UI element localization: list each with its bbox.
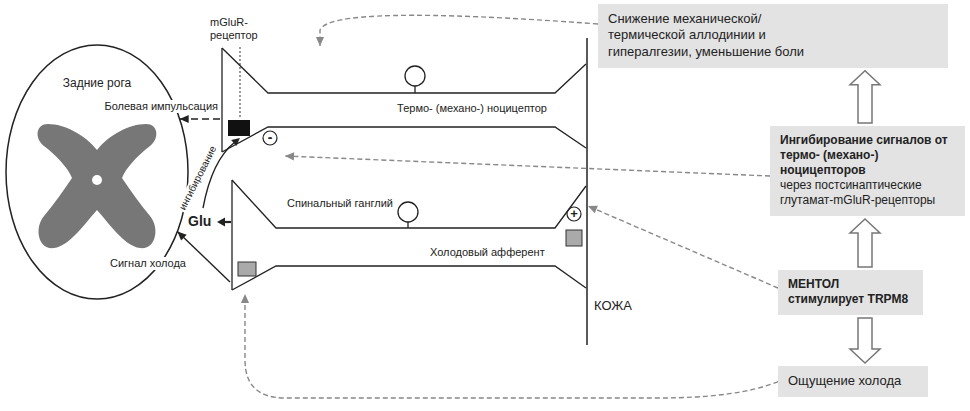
menthol-box: МЕНТОЛ стимулирует TRPM8	[778, 270, 923, 315]
grey-matter-shape	[38, 124, 157, 248]
effect-box: Снижение механической/ термической аллод…	[598, 4, 948, 68]
node-text: Термо- (механо-) ноцицептор	[397, 102, 547, 116]
neuron-outline	[222, 48, 586, 152]
arrow-head	[241, 294, 249, 303]
node-text: МЕНТОЛ стимулирует TRPM8	[788, 277, 913, 307]
connector	[241, 294, 778, 398]
node-text: Ощущение холода	[788, 373, 918, 389]
connector	[850, 318, 880, 363]
arrow-head	[588, 206, 598, 214]
neuron-edge	[231, 180, 232, 290]
node-text: Снижение механической/ термической аллод…	[608, 11, 828, 60]
node-text: через постсинаптические глутамат-mGluR-р…	[780, 178, 955, 208]
edge-label: Сигнал холода	[108, 257, 188, 270]
connector	[180, 115, 220, 123]
receptor-label: mGluR-рецептор	[210, 16, 268, 42]
central-canal	[92, 175, 102, 185]
grey-matter	[38, 124, 157, 248]
neuron-edge	[222, 48, 586, 93]
node-text: Холодовый афферент	[430, 246, 545, 260]
connector	[285, 152, 770, 176]
ganglion-stalk	[414, 86, 415, 93]
connector-line	[245, 294, 778, 398]
connector	[850, 219, 880, 267]
edge-label: Болевая импульсация	[100, 100, 220, 113]
cold-afferent-neuron: Холодовый афферент	[230, 176, 588, 294]
mechanism-box: Ингибирование сигналов от термо- (механо…	[770, 126, 965, 216]
noci-shape	[220, 46, 588, 156]
connector	[850, 71, 880, 123]
neuron-edge	[221, 48, 222, 152]
connector	[316, 15, 598, 46]
connector	[588, 206, 778, 288]
sensation-box: Ощущение холода	[778, 366, 928, 397]
terminal-receptor	[238, 262, 256, 276]
node-text: Задние рога	[5, 76, 189, 91]
cord-outline	[6, 45, 188, 299]
block-arrow	[850, 318, 880, 363]
glutamate-label: Glu	[188, 213, 211, 230]
connector-line	[588, 206, 778, 288]
skin-line	[586, 38, 588, 345]
neuron-outline	[232, 180, 586, 290]
arrow-head	[177, 231, 186, 240]
neuron-edge	[232, 180, 586, 228]
cold-shape	[230, 176, 588, 294]
mglur-receptor	[228, 120, 250, 136]
glutamate-arrow-head	[217, 218, 225, 227]
skin-label: КОЖА	[594, 298, 632, 314]
minus-sign: -	[263, 129, 277, 146]
arrow-head	[285, 152, 294, 160]
ganglion-label: Спинальный ганглий	[283, 197, 393, 210]
node-text: Ингибирование сигналов от термо- (механо…	[780, 133, 955, 178]
ganglion-body	[398, 202, 418, 222]
ganglion-body	[405, 66, 425, 86]
connector-line	[285, 156, 770, 176]
trpm8-receptor	[566, 230, 582, 246]
block-arrow	[850, 219, 880, 267]
nociceptor-neuron: Термо- (механо-) ноцицептор	[220, 46, 588, 156]
connector-line	[320, 15, 598, 46]
arrow-head	[316, 37, 324, 46]
plus-sign: +	[567, 205, 581, 222]
receptor-leader	[239, 47, 240, 117]
ganglion-stalk	[407, 222, 408, 228]
block-arrow	[850, 71, 880, 123]
neuron-edge	[222, 127, 586, 152]
glutamate-arrow	[224, 221, 231, 223]
neuron-edge	[232, 266, 586, 290]
